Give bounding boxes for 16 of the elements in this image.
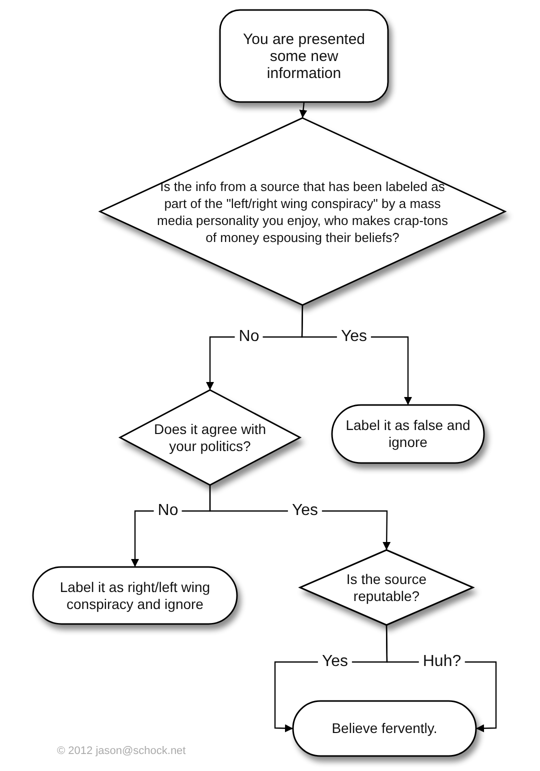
decision-diamond bbox=[300, 550, 473, 625]
decision-diamond bbox=[120, 390, 300, 485]
node-text: Is the info from a source that has been labeled as part of the "left/right wing conspiracy" by a mass media personality you enjoy, who makes crap-tons of money espousing their beliefs? bbox=[156, 178, 449, 246]
terminal-pill bbox=[332, 405, 484, 463]
node-text: Label it as false and ignore bbox=[344, 417, 472, 451]
node-text: You are presented some new information bbox=[242, 30, 366, 82]
terminal-pill bbox=[293, 701, 476, 756]
node-text: Label it as right/left wing conspiracy and ignore bbox=[58, 578, 212, 612]
node-text: Believe fervently. bbox=[330, 720, 438, 737]
decision-diamond bbox=[100, 118, 505, 305]
connector-arrow bbox=[299, 102, 308, 118]
terminal-pill bbox=[33, 567, 237, 624]
node-text: Does it agree with your politics? bbox=[152, 420, 268, 454]
node-text: Is the source reputable? bbox=[345, 570, 428, 604]
copyright-note: © 2012 jason@schock.net bbox=[57, 745, 186, 757]
start-box bbox=[220, 10, 388, 102]
